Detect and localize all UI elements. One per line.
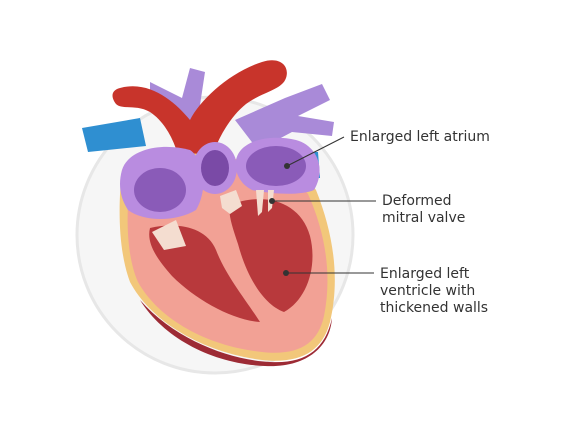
pulmonary-artery-right <box>235 84 334 150</box>
aortic-valve <box>220 190 242 214</box>
label-ventricle-line-3: thickened walls <box>380 300 489 316</box>
label-atrium-text: Enlarged left atrium <box>350 129 490 145</box>
marker-dot-atrium <box>284 163 290 169</box>
right-atrium-cavity <box>134 168 186 212</box>
left-ventricle-cavity <box>229 199 313 312</box>
aortic-root-opening <box>201 150 229 186</box>
label-enlarged-left-ventricle: Enlarged left ventricle with thickened w… <box>380 266 488 317</box>
label-enlarged-left-atrium: Enlarged left atrium <box>350 129 490 146</box>
label-ventricle-line-2: ventricle with <box>380 283 476 299</box>
label-ventricle-line-1: Enlarged left <box>380 266 470 282</box>
superior-vena-cava <box>82 118 146 152</box>
outer-rim <box>140 300 332 367</box>
marker-dot-mitral <box>269 198 275 204</box>
mitral-valve-leaflet-1 <box>256 190 264 216</box>
aorta <box>112 60 287 172</box>
label-mitral-line-1: Deformed <box>382 193 452 209</box>
marker-dot-ventricle <box>283 270 289 276</box>
label-mitral-line-2: mitral valve <box>382 210 466 226</box>
left-atrium-cavity <box>246 146 306 186</box>
right-ventricle-cavity <box>149 225 260 322</box>
leader-line-atrium <box>286 136 345 167</box>
tricuspid-valve <box>152 220 186 250</box>
label-deformed-mitral-valve: Deformed mitral valve <box>382 193 465 227</box>
